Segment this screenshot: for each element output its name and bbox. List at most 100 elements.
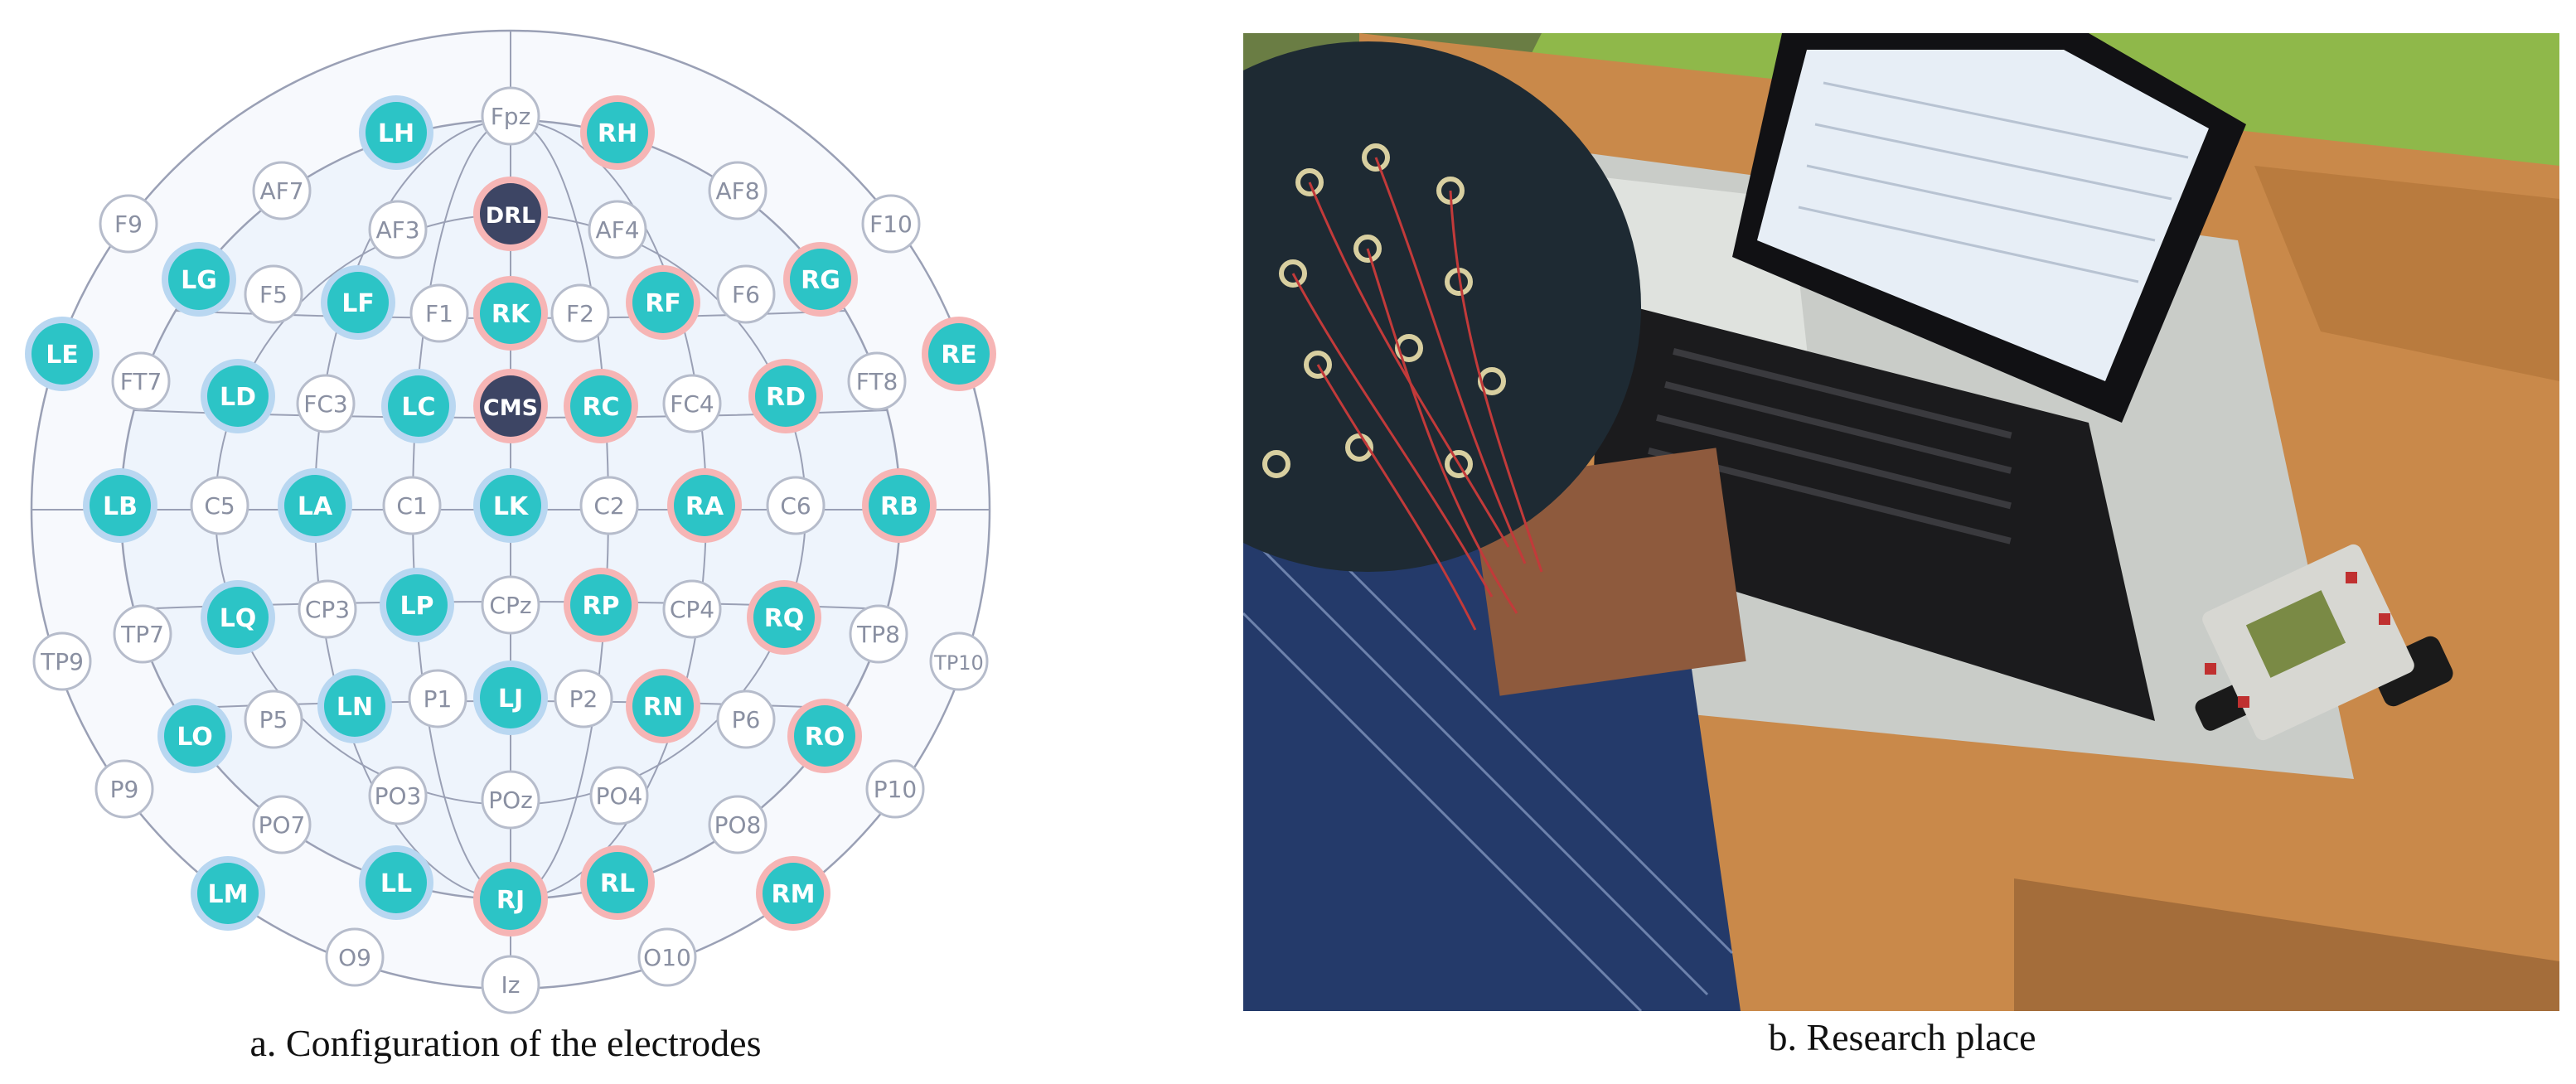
electrode-label: LG bbox=[181, 266, 217, 295]
electrode-ld: LD bbox=[201, 359, 275, 433]
electrode-ro: RO bbox=[787, 699, 862, 773]
electrode-label: RP bbox=[582, 592, 619, 621]
electrode-af8: AF8 bbox=[708, 161, 767, 220]
electrode-label: RJ bbox=[496, 886, 525, 915]
electrode-rc: RC bbox=[564, 369, 638, 443]
electrode-label: C5 bbox=[204, 492, 235, 520]
electrode-lo: LO bbox=[157, 699, 232, 773]
electrode-p5: P5 bbox=[244, 690, 303, 749]
electrode-label: F5 bbox=[259, 281, 288, 308]
electrode-label: Iz bbox=[501, 971, 521, 999]
electrode-ln: LN bbox=[317, 669, 392, 743]
electrode-label: P2 bbox=[569, 685, 598, 713]
electrode-f5: F5 bbox=[244, 264, 303, 324]
electrode-le: LE bbox=[25, 317, 99, 391]
electrode-label: RD bbox=[766, 383, 806, 412]
electrode-label: AF8 bbox=[715, 177, 759, 205]
electrode-re: RE bbox=[922, 317, 996, 391]
electrode-label: O10 bbox=[643, 944, 691, 971]
electrode-rj: RJ bbox=[473, 862, 548, 936]
electrode-po7: PO7 bbox=[252, 795, 312, 854]
electrode-f1: F1 bbox=[409, 283, 469, 343]
electrode-lh: LH bbox=[359, 95, 433, 170]
electrode-label: P5 bbox=[259, 706, 288, 733]
electrode-iz: Iz bbox=[481, 955, 540, 1014]
electrode-lj: LJ bbox=[473, 661, 548, 735]
electrode-rh: RH bbox=[580, 95, 655, 170]
electrode-c2: C2 bbox=[579, 476, 639, 535]
electrode-fpz: Fpz bbox=[481, 86, 540, 146]
electrode-label: AF3 bbox=[375, 216, 419, 244]
electrode-label: C1 bbox=[396, 492, 427, 520]
electrode-af3: AF3 bbox=[368, 200, 428, 259]
electrode-label: PO7 bbox=[259, 811, 306, 839]
electrode-label: LL bbox=[380, 869, 412, 898]
electrode-label: F1 bbox=[425, 300, 453, 327]
electrode-ra: RA bbox=[667, 468, 742, 543]
electrode-o10: O10 bbox=[637, 927, 697, 987]
electrode-label: F2 bbox=[566, 300, 594, 327]
electrode-cp3: CP3 bbox=[298, 579, 357, 639]
electrode-rn: RN bbox=[626, 669, 700, 743]
electrode-label: POz bbox=[488, 786, 533, 814]
electrode-cp4: CP4 bbox=[662, 579, 722, 639]
electrode-label: LM bbox=[208, 880, 249, 909]
electrode-lk: LK bbox=[473, 468, 548, 543]
electrode-ft8: FT8 bbox=[847, 351, 907, 411]
electrode-label: LK bbox=[493, 492, 530, 521]
electrode-f2: F2 bbox=[550, 283, 610, 343]
electrode-fc4: FC4 bbox=[662, 374, 722, 433]
electrode-rd: RD bbox=[748, 359, 823, 433]
electrode-tp9: TP9 bbox=[32, 632, 92, 691]
electrode-label: RC bbox=[582, 393, 619, 422]
electrode-label: LE bbox=[46, 341, 79, 370]
electrode-rp: RP bbox=[564, 568, 638, 642]
electrode-c6: C6 bbox=[766, 476, 826, 535]
electrode-rk: RK bbox=[473, 276, 548, 351]
electrode-label: RA bbox=[685, 492, 724, 521]
electrode-label: CPz bbox=[489, 592, 531, 619]
electrode-p2: P2 bbox=[554, 669, 613, 728]
electrode-label: LN bbox=[337, 693, 373, 722]
research-place-photo bbox=[1243, 33, 2559, 1011]
electrode-rg: RG bbox=[783, 242, 858, 317]
electrode-label: LC bbox=[401, 393, 435, 422]
electrode-c1: C1 bbox=[382, 476, 442, 535]
electrode-label: RG bbox=[801, 266, 840, 295]
electrode-po8: PO8 bbox=[708, 795, 767, 854]
electrode-poz: POz bbox=[481, 770, 540, 830]
electrode-label: CP3 bbox=[305, 596, 350, 623]
electrode-p1: P1 bbox=[408, 669, 467, 728]
electrode-label: DRL bbox=[486, 203, 535, 229]
electrode-ll: LL bbox=[359, 845, 433, 920]
electrode-tp8: TP8 bbox=[849, 604, 908, 664]
electrode-tp10: TP10 bbox=[929, 632, 989, 691]
electrode-f9: F9 bbox=[99, 194, 158, 254]
electrode-p9: P9 bbox=[94, 759, 154, 819]
electrode-label: RO bbox=[805, 723, 845, 752]
electrode-label: C6 bbox=[780, 492, 811, 520]
electrode-la: LA bbox=[278, 468, 352, 543]
electrode-label: AF4 bbox=[595, 216, 639, 244]
electrode-lc: LC bbox=[381, 369, 456, 443]
electrode-label: PO3 bbox=[375, 782, 422, 810]
caption-b: b. Research place bbox=[1768, 1016, 2036, 1058]
electrode-label: LB bbox=[103, 492, 138, 521]
electrode-f6: F6 bbox=[716, 264, 776, 324]
electrode-label: LP bbox=[399, 592, 433, 621]
electrode-label: RM bbox=[772, 880, 816, 909]
electrode-label: TP10 bbox=[933, 651, 984, 675]
electrode-label: P1 bbox=[424, 685, 453, 713]
electrode-lg: LG bbox=[162, 242, 236, 317]
electrode-label: C2 bbox=[593, 492, 624, 520]
electrode-lq: LQ bbox=[201, 580, 275, 655]
electrode-label: LJ bbox=[498, 685, 523, 714]
electrode-label: LD bbox=[220, 383, 256, 412]
electrode-po4: PO4 bbox=[589, 766, 649, 825]
electrode-cpz: CPz bbox=[481, 575, 540, 635]
electrode-label: O9 bbox=[338, 944, 371, 971]
electrode-label: TP9 bbox=[40, 648, 84, 675]
electrode-label: AF7 bbox=[259, 177, 303, 205]
